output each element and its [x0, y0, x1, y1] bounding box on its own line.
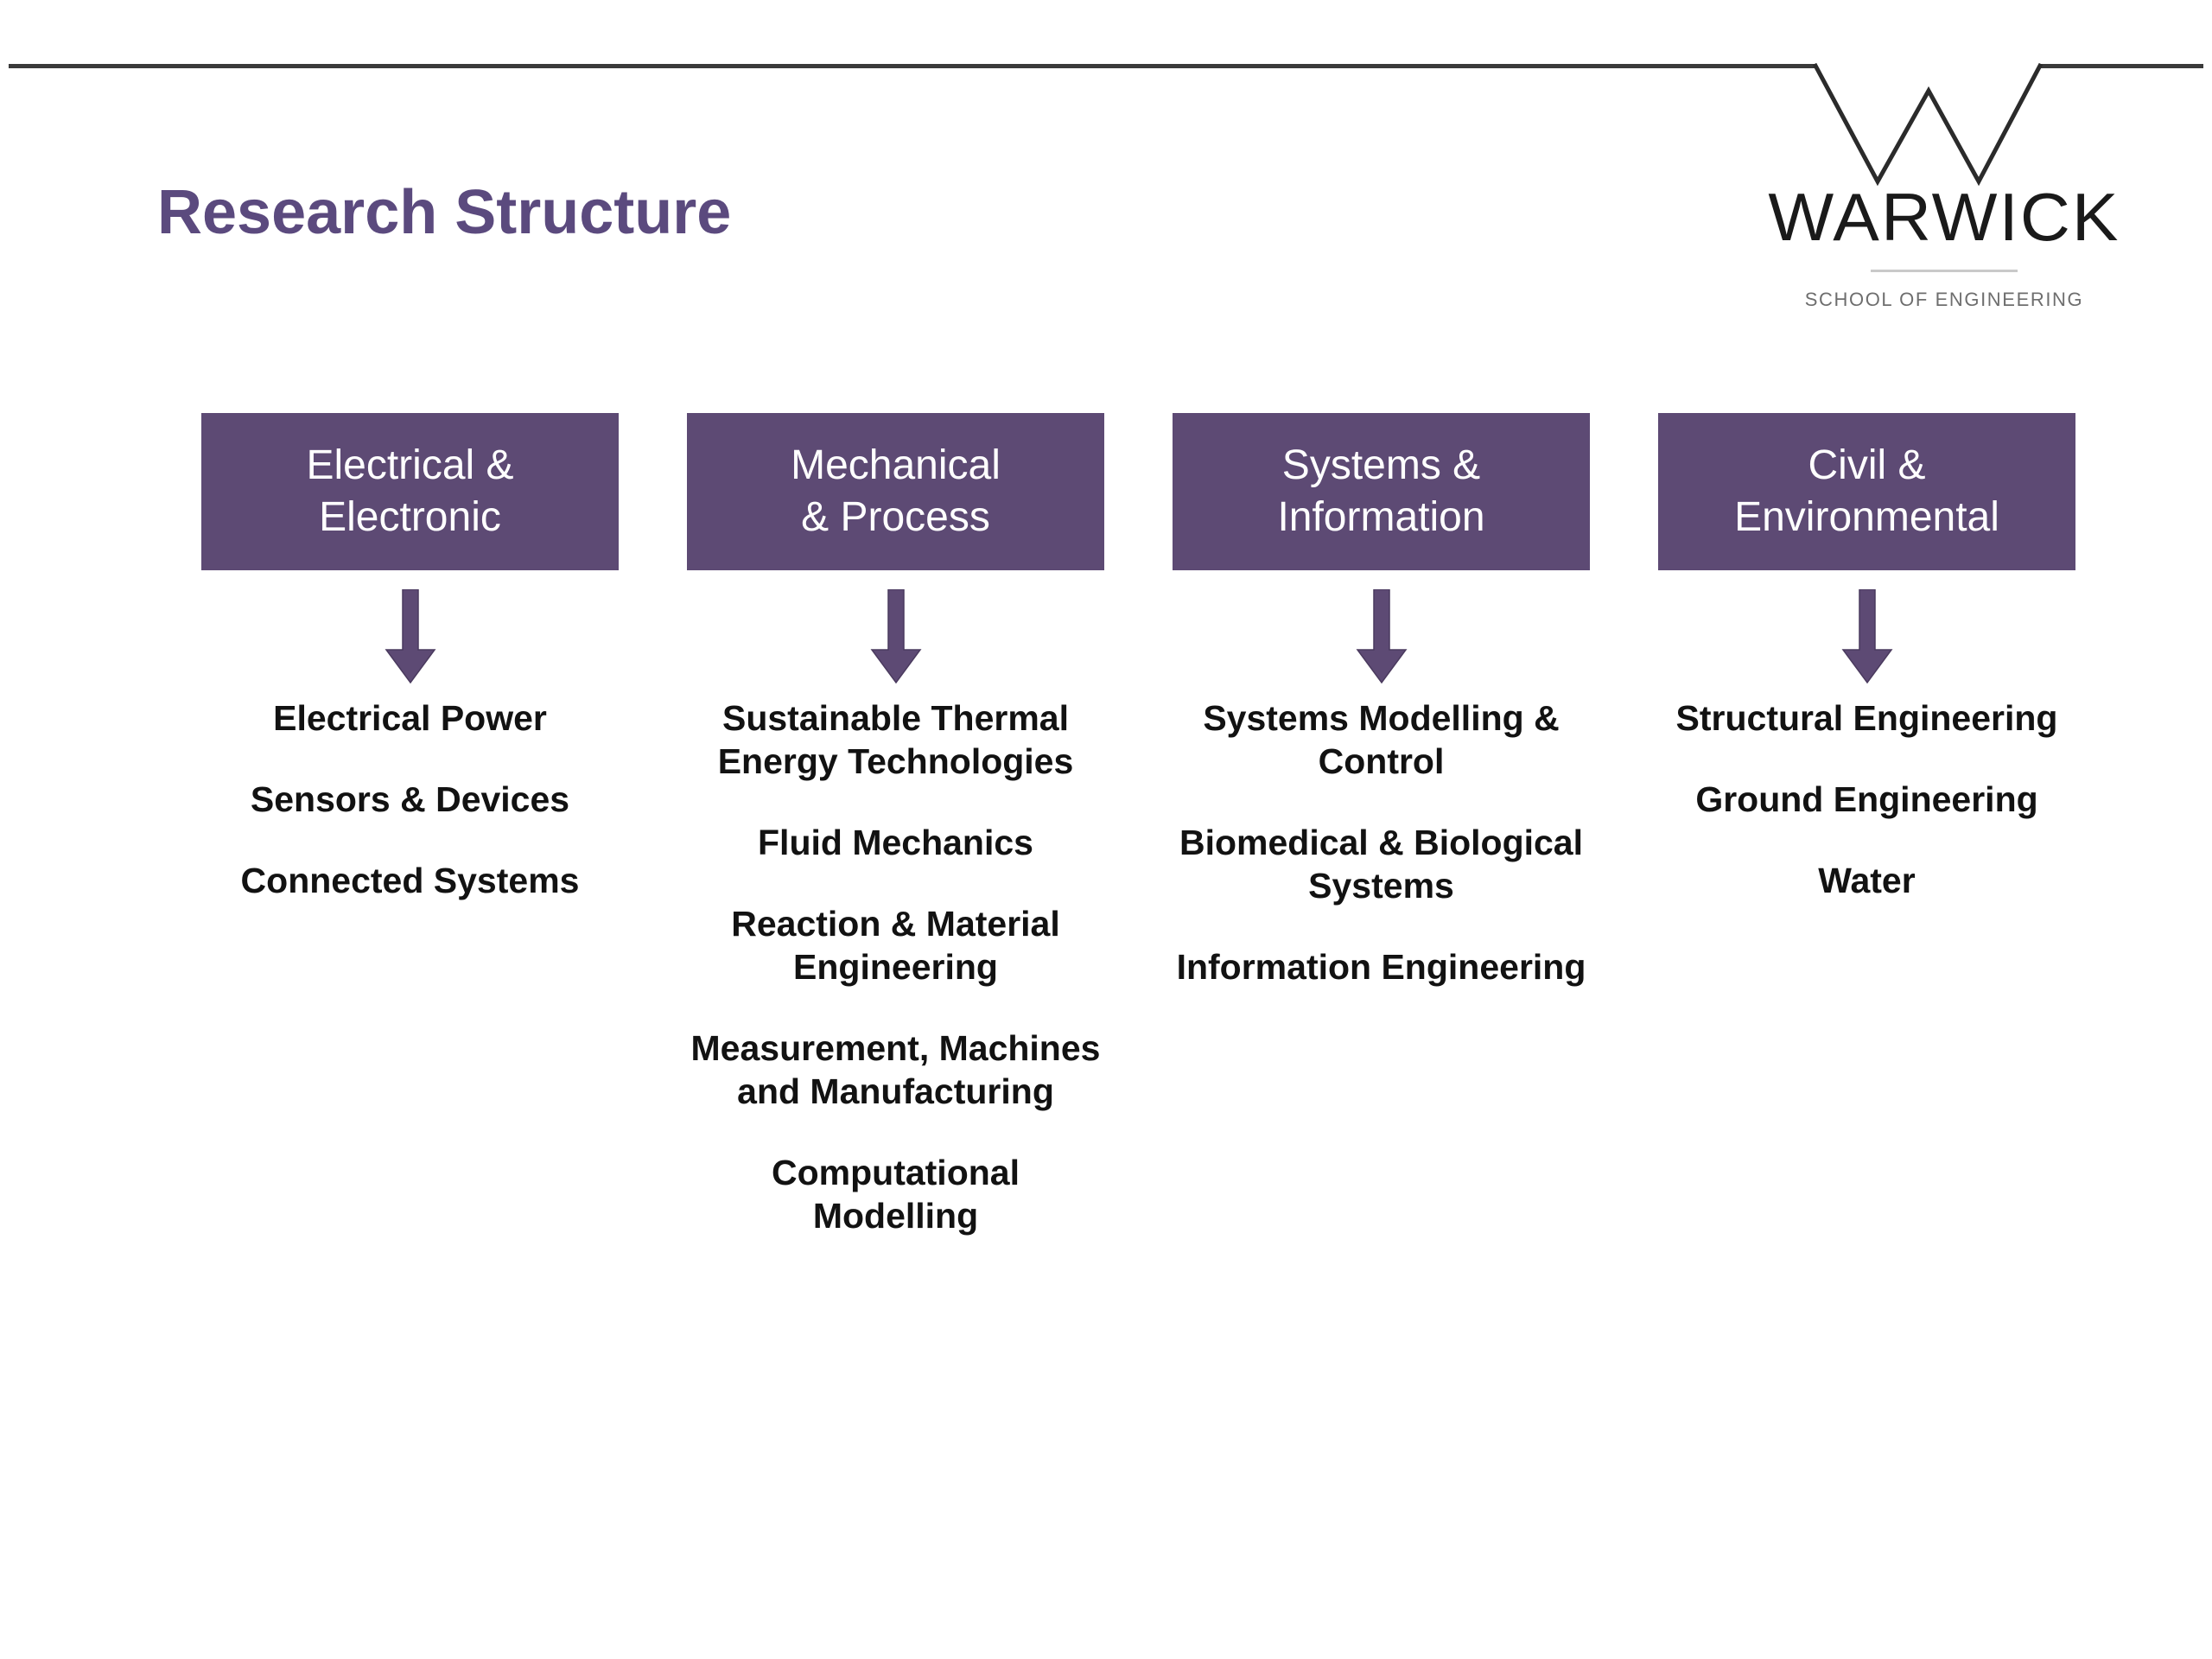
warwick-w-mark: [1812, 62, 2044, 187]
header-rule-left: [9, 64, 1815, 68]
column-header-line1: Electrical &: [306, 442, 514, 488]
logo-divider: [1871, 270, 2018, 272]
research-item[interactable]: Information Engineering: [1176, 947, 1586, 988]
research-item[interactable]: Connected Systems: [240, 861, 580, 901]
column-header-line2: Environmental: [1734, 494, 1999, 540]
column-systems-information: Systems & Information Systems Modelling …: [1173, 413, 1590, 1237]
down-arrow-icon: [1356, 589, 1407, 684]
header-rule-right: [2041, 64, 2203, 68]
column-header-mechanical-process[interactable]: Mechanical & Process: [687, 413, 1104, 570]
column-header-line1: Mechanical: [791, 442, 1001, 488]
warwick-wordmark: WARWICK: [1768, 179, 2120, 255]
column-header-civil-environmental[interactable]: Civil & Environmental: [1658, 413, 2075, 570]
column-header-line1: Civil &: [1808, 442, 1926, 488]
research-item[interactable]: Reaction & Material Engineering: [731, 904, 1060, 988]
down-arrow-icon: [1841, 589, 1892, 684]
warwick-logo: WARWICK SCHOOL OF ENGINEERING: [1768, 52, 2119, 328]
column-mechanical-process: Mechanical & Process Sustainable Thermal…: [687, 413, 1104, 1237]
page-title: Research Structure: [157, 178, 732, 247]
research-item[interactable]: Measurement, Machines and Manufacturing: [690, 1028, 1101, 1112]
research-item[interactable]: Ground Engineering: [1695, 779, 2038, 820]
column-items-mechanical-process: Sustainable Thermal Energy Technologies …: [687, 696, 1104, 1237]
column-electrical-electronic: Electrical & Electronic Electrical Power…: [201, 413, 619, 1237]
research-columns: Electrical & Electronic Electrical Power…: [201, 413, 2075, 1237]
column-header-line1: Systems &: [1281, 442, 1481, 488]
column-header-line2: & Process: [801, 494, 990, 540]
column-header-line2: Information: [1277, 494, 1485, 540]
logo-subtitle: SCHOOL OF ENGINEERING: [1804, 289, 2084, 310]
column-items-systems-information: Systems Modelling & Control Biomedical &…: [1173, 696, 1590, 988]
research-item[interactable]: Structural Engineering: [1675, 698, 2058, 738]
down-arrow-icon: [385, 589, 435, 684]
research-item[interactable]: Biomedical & Biological Systems: [1179, 823, 1584, 906]
column-header-electrical-electronic[interactable]: Electrical & Electronic: [201, 413, 619, 570]
research-item[interactable]: Electrical Power: [273, 698, 547, 738]
research-item[interactable]: Sustainable Thermal Energy Technologies: [717, 698, 1074, 782]
column-items-electrical-electronic: Electrical Power Sensors & Devices Conne…: [201, 696, 619, 902]
research-item[interactable]: Systems Modelling & Control: [1203, 698, 1560, 782]
column-header-systems-information[interactable]: Systems & Information: [1173, 413, 1590, 570]
column-civil-environmental: Civil & Environmental Structural Enginee…: [1658, 413, 2075, 1237]
column-header-line2: Electronic: [319, 494, 501, 540]
research-item[interactable]: Computational Modelling: [772, 1153, 1020, 1236]
down-arrow-icon: [870, 589, 921, 684]
research-item[interactable]: Water: [1818, 861, 1916, 901]
research-item[interactable]: Fluid Mechanics: [758, 823, 1033, 863]
research-item[interactable]: Sensors & Devices: [250, 779, 570, 820]
column-items-civil-environmental: Structural Engineering Ground Engineerin…: [1658, 696, 2075, 902]
